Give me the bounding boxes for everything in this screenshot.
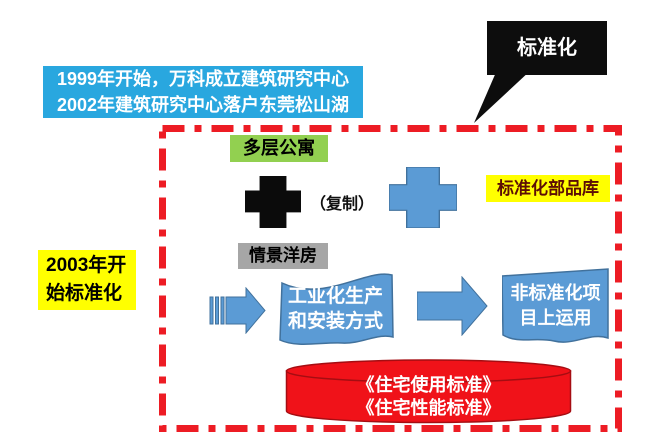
application-flag-line1: 非标准化项 bbox=[510, 283, 601, 303]
apartment-tag: 多层公寓 bbox=[230, 135, 328, 162]
standards-label: 《住宅使用标准》 《住宅性能标准》 bbox=[285, 374, 572, 420]
phase-label-line1: 2003年开 bbox=[46, 255, 127, 276]
callout-bubble bbox=[474, 21, 607, 123]
process-flag-shape bbox=[279, 273, 394, 345]
research-note-line1: 1999年开始，万科成立建筑研究中心 bbox=[56, 69, 350, 89]
copy-note: （复制） bbox=[310, 196, 375, 213]
townhouse-tag: 情景洋房 bbox=[238, 243, 328, 269]
phase-label: 2003年开 始标准化 bbox=[38, 250, 136, 310]
right-arrow-icon bbox=[417, 276, 488, 336]
research-note-line2: 2002年建筑研究中心落户东莞松山湖 bbox=[56, 95, 350, 115]
application-flag-shape bbox=[502, 268, 609, 343]
phase-label-line2: 始标准化 bbox=[46, 283, 123, 304]
process-flag-label: 工业化生产 和安装方式 bbox=[277, 284, 394, 334]
process-flag-line2: 和安装方式 bbox=[287, 311, 383, 332]
process-flag-line1: 工业化生产 bbox=[287, 286, 383, 307]
standards-line2: 《住宅性能标准》 bbox=[356, 398, 501, 418]
blue-plus-icon bbox=[389, 167, 457, 228]
research-note: 1999年开始，万科成立建筑研究中心 2002年建筑研究中心落户东莞松山湖 bbox=[43, 66, 363, 118]
callout-label: 标准化 bbox=[517, 37, 577, 59]
black-plus-icon bbox=[245, 176, 301, 228]
application-flag-label: 非标准化项 目上运用 bbox=[502, 281, 609, 331]
application-flag-line2: 目上运用 bbox=[519, 308, 592, 328]
parts-library-tag: 标准化部品库 bbox=[486, 175, 610, 202]
standards-line1: 《住宅使用标准》 bbox=[356, 375, 501, 395]
standards-cylinder bbox=[285, 359, 572, 424]
striped-arrow-icon bbox=[209, 287, 266, 334]
